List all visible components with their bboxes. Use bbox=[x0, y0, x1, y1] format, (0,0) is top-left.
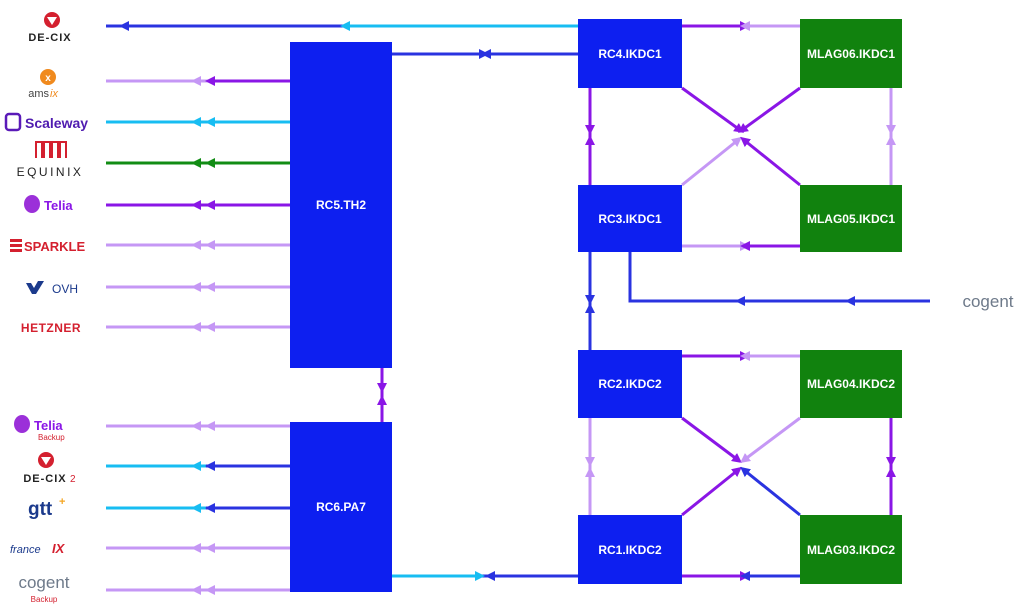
switch-mlag06-label: MLAG06.IKDC1 bbox=[807, 47, 895, 61]
switch-mlag06[interactable]: MLAG06.IKDC1 bbox=[800, 19, 902, 88]
amsix-label-a: ams bbox=[28, 88, 49, 100]
router-rc4-label: RC4.IKDC1 bbox=[598, 47, 662, 61]
scaleway-icon bbox=[4, 112, 22, 132]
router-rc5[interactable]: RC5.TH2 bbox=[290, 42, 392, 368]
telia-backup-icon bbox=[14, 415, 30, 433]
cogent-backup-sublabel: Backup bbox=[31, 595, 58, 604]
switch-mlag05-label: MLAG05.IKDC1 bbox=[807, 212, 895, 226]
router-rc5-label: RC5.TH2 bbox=[316, 198, 366, 212]
decix2-logo: DE-CIX 2 bbox=[23, 452, 76, 485]
router-rc6-label: RC6.PA7 bbox=[316, 500, 366, 514]
rc5-peer-links bbox=[106, 76, 290, 332]
telia-logo: Telia bbox=[24, 195, 73, 213]
ovh-logo: OVH bbox=[26, 281, 78, 296]
gtt-logo: gtt + bbox=[28, 496, 65, 520]
gtt-icon: + bbox=[59, 496, 65, 508]
decix-logo: DE-CIX bbox=[28, 12, 71, 44]
franceix-label-a: france bbox=[10, 544, 41, 556]
telia-label: Telia bbox=[44, 198, 73, 213]
router-rc3-label: RC3.IKDC1 bbox=[598, 212, 662, 226]
switch-mlag05[interactable]: MLAG05.IKDC1 bbox=[800, 185, 902, 252]
telia-backup-logo: Telia Backup bbox=[14, 415, 65, 442]
switch-mlag03[interactable]: MLAG03.IKDC2 bbox=[800, 515, 902, 584]
cogent-backup-label: cogent bbox=[18, 573, 69, 592]
amsix-logo: x ams ix bbox=[28, 69, 58, 100]
router-rc1-label: RC1.IKDC2 bbox=[598, 543, 662, 557]
router-rc3[interactable]: RC3.IKDC1 bbox=[578, 185, 682, 252]
telia-backup-sublabel: Backup bbox=[38, 433, 65, 442]
franceix-label-b: IX bbox=[52, 541, 66, 556]
amsix-label-b: ix bbox=[50, 88, 58, 100]
sparkle-icon bbox=[10, 239, 22, 252]
cogent-logo: cogent bbox=[962, 292, 1013, 311]
switch-mlag03-label: MLAG03.IKDC2 bbox=[807, 543, 895, 557]
telia-icon bbox=[24, 195, 40, 213]
switch-mlag04-label: MLAG04.IKDC2 bbox=[807, 377, 895, 391]
equinix-logo: EQUINIX bbox=[17, 141, 84, 179]
router-rc1[interactable]: RC1.IKDC2 bbox=[578, 515, 682, 584]
equinix-label: EQUINIX bbox=[17, 165, 84, 179]
amsix-icon bbox=[40, 69, 56, 85]
svg-text:x: x bbox=[45, 73, 51, 84]
scaleway-logo: Scaleway bbox=[4, 112, 88, 132]
router-rc4[interactable]: RC4.IKDC1 bbox=[578, 19, 682, 88]
decix2-icon bbox=[38, 452, 54, 468]
ovh-icon bbox=[26, 281, 44, 294]
rc6-peer-links bbox=[106, 421, 290, 595]
gtt-label: gtt bbox=[28, 499, 53, 520]
decix2-label: DE-CIX bbox=[23, 473, 66, 485]
hetzner-logo: HETZNER bbox=[21, 321, 81, 335]
scaleway-label: Scaleway bbox=[25, 115, 88, 131]
ovh-label: OVH bbox=[52, 282, 78, 296]
sparkle-logo: SPARKLE bbox=[10, 239, 85, 254]
franceix-logo: france IX bbox=[10, 541, 66, 556]
telia-backup-label: Telia bbox=[34, 418, 63, 433]
decix2-sublabel: 2 bbox=[70, 474, 76, 485]
links bbox=[106, 21, 930, 595]
router-rc2-label: RC2.IKDC2 bbox=[598, 377, 662, 391]
link-cogent-rc3 bbox=[628, 252, 930, 303]
router-rc6[interactable]: RC6.PA7 bbox=[290, 422, 392, 592]
decix-icon bbox=[44, 12, 60, 28]
router-rc2[interactable]: RC2.IKDC2 bbox=[578, 350, 682, 418]
cogent-backup-logo: cogent Backup bbox=[18, 573, 69, 604]
switch-mlag04[interactable]: MLAG04.IKDC2 bbox=[800, 350, 902, 418]
equinix-icon bbox=[35, 141, 67, 158]
decix-label: DE-CIX bbox=[28, 32, 71, 44]
sparkle-label: SPARKLE bbox=[24, 239, 85, 254]
